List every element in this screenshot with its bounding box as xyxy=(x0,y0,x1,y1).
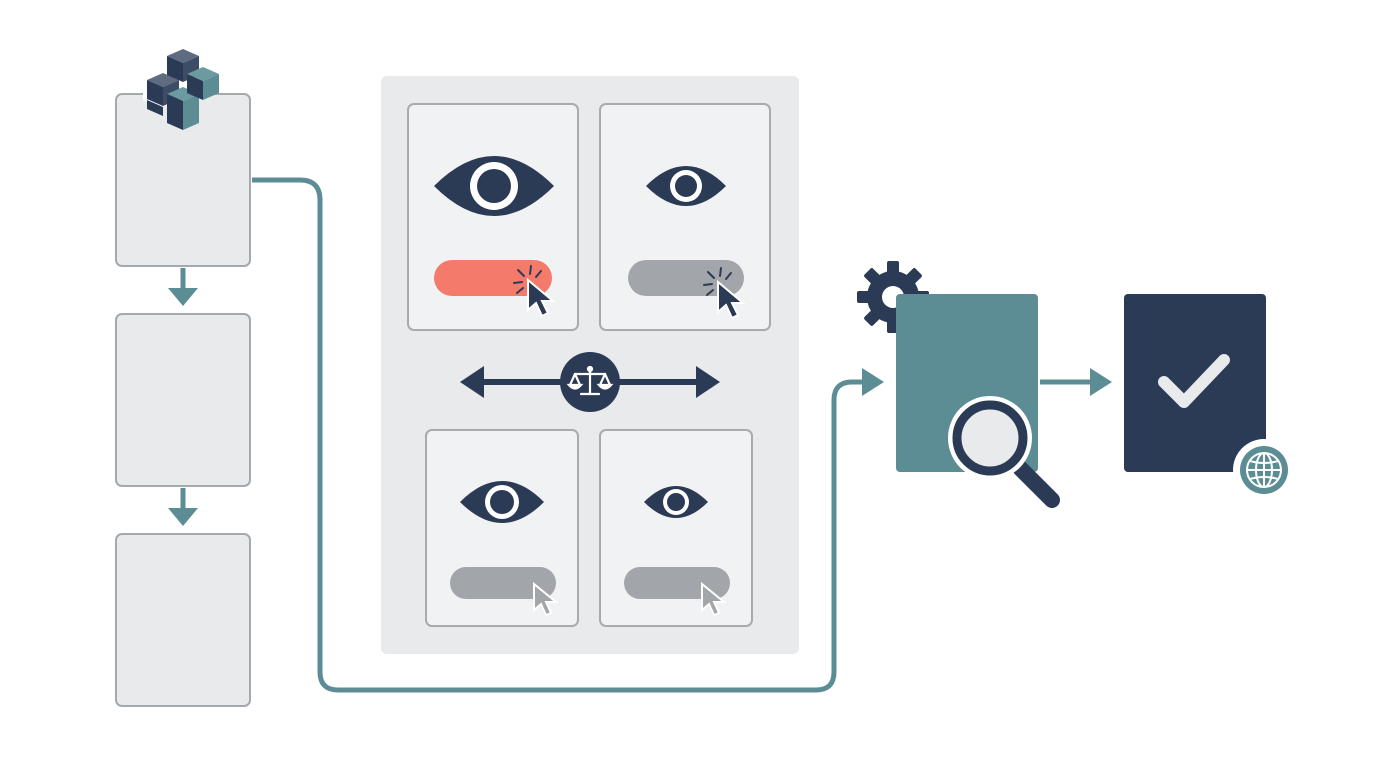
globe-icon xyxy=(1233,439,1295,501)
variant-b-button[interactable] xyxy=(628,260,744,296)
variant-card-c xyxy=(425,429,579,627)
variant-card-d xyxy=(599,429,753,627)
balance-scale-icon xyxy=(566,365,614,396)
down-arrow-1 xyxy=(168,268,198,306)
connector-arrowhead xyxy=(862,368,884,396)
variant-card-a xyxy=(407,103,579,331)
eye-icon xyxy=(644,486,708,518)
down-arrow-2 xyxy=(168,488,198,526)
approval-arrow xyxy=(1040,368,1112,396)
approved-document xyxy=(1124,294,1295,501)
checkmark-icon xyxy=(1158,354,1230,408)
pipeline-block-2 xyxy=(115,313,251,487)
variant-a-button[interactable] xyxy=(434,260,552,296)
cubes-stack-icon xyxy=(143,49,219,130)
eye-icon xyxy=(646,166,726,206)
eye-icon xyxy=(434,156,554,216)
cursor-pointer-icon xyxy=(701,581,727,617)
pipeline-block-3 xyxy=(115,533,251,707)
cursor-pointer-icon xyxy=(533,581,559,617)
comparison-panel xyxy=(381,76,799,654)
variant-c-button[interactable] xyxy=(450,567,556,599)
review-document xyxy=(857,261,1060,508)
cursor-pointer-icon xyxy=(703,267,746,320)
cursor-pointer-icon xyxy=(513,265,556,318)
comparison-double-arrow xyxy=(460,352,720,412)
left-pipeline xyxy=(115,49,251,707)
eye-icon xyxy=(460,481,544,523)
connector-line xyxy=(252,177,866,693)
magnifier-icon xyxy=(948,396,1060,508)
variant-card-b xyxy=(599,103,771,331)
